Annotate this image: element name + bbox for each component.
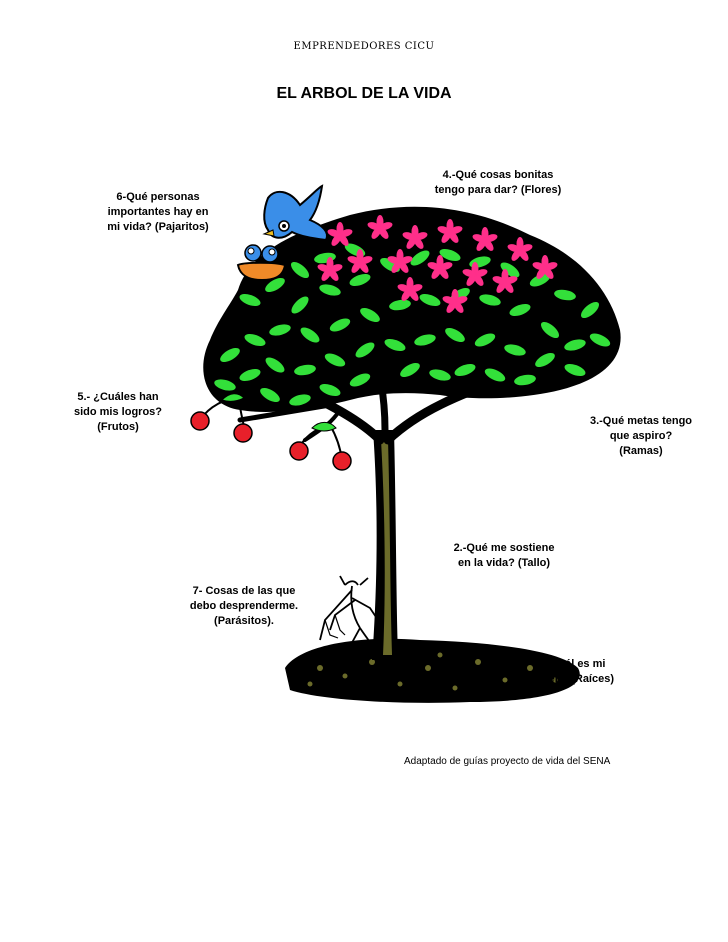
flower-icon xyxy=(437,219,463,243)
leaf-icon xyxy=(220,348,240,362)
leaf-icon xyxy=(564,363,586,377)
leaf-icon xyxy=(269,324,291,336)
source-credit: Adaptado de guías proyecto de vida del S… xyxy=(404,756,611,767)
flower-icon xyxy=(462,262,488,286)
leaf-icon xyxy=(239,368,261,382)
nest-icon xyxy=(236,244,287,282)
leaf-icon xyxy=(265,278,285,292)
leaf-icon xyxy=(514,374,536,386)
leaf-icon xyxy=(389,299,411,311)
leaf-icon xyxy=(454,363,476,377)
label-fruits: 5.- ¿Cuáles han sido mis logros? (Frutos… xyxy=(73,391,162,433)
leaf-icon xyxy=(529,273,551,287)
leaf-icon xyxy=(500,262,520,278)
leaf-icon xyxy=(319,383,341,397)
leaf-icon xyxy=(479,294,501,306)
leaf-icon xyxy=(540,321,560,339)
leaf-icon xyxy=(474,333,496,347)
leaf-icon xyxy=(535,353,555,367)
page-title: EL ARBOL DE LA VIDA xyxy=(276,85,452,102)
label-birds: 6-Qué personas importantes hay en mi vid… xyxy=(107,191,209,233)
flowers xyxy=(317,215,558,313)
leaf-icon xyxy=(509,303,531,317)
flower-icon xyxy=(317,257,343,281)
trunk-highlight xyxy=(381,440,392,655)
leaf-icon xyxy=(360,308,380,322)
leaf-icon xyxy=(324,353,346,367)
leaf-icon xyxy=(329,318,351,332)
leaf-icon xyxy=(410,250,430,266)
cherry-icon xyxy=(190,393,352,471)
leaf-icon xyxy=(504,344,526,356)
leaf-icon xyxy=(554,289,576,301)
leaf-icon xyxy=(439,248,461,262)
flower-icon xyxy=(532,255,558,279)
leaf-icon xyxy=(300,327,320,343)
flower-icon xyxy=(327,222,353,246)
leaf-icon xyxy=(214,379,236,391)
flower-icon xyxy=(507,237,533,261)
leaf-icon xyxy=(244,333,266,347)
leaf-icon xyxy=(239,293,261,307)
label-roots: 1.- Cuál es mi Origen? (Raíces) xyxy=(525,658,615,685)
flower-icon xyxy=(472,227,498,251)
leaf-icon xyxy=(294,364,316,376)
label-trunk: 2.-Qué me sostiene en la vida? (Tallo) xyxy=(453,542,555,569)
leaf-icon xyxy=(349,273,371,287)
ground-roots xyxy=(285,638,580,703)
flower-icon xyxy=(427,255,453,279)
label-branches: 3.-Qué metas tengo que aspiro? (Ramas) xyxy=(589,415,693,457)
leaf-icon xyxy=(289,394,311,406)
leaf-icon xyxy=(419,293,441,307)
leaf-icon xyxy=(260,388,280,402)
flower-icon xyxy=(397,277,423,301)
flower-icon xyxy=(347,249,373,273)
flower-icon xyxy=(367,215,393,239)
leaf-icon xyxy=(290,261,310,279)
leaf-icon xyxy=(564,339,586,351)
leaf-icon xyxy=(429,369,451,381)
leaf-icon xyxy=(319,284,341,296)
leaves xyxy=(214,243,611,406)
leaf-icon xyxy=(484,368,506,382)
page-header: EMPRENDEDORES CICU xyxy=(293,41,435,52)
leaf-icon xyxy=(400,363,420,377)
leaf-icon xyxy=(355,342,375,358)
leaf-icon xyxy=(384,338,406,352)
mantis-icon xyxy=(319,575,379,656)
leaf-icon xyxy=(291,296,309,314)
ground-specks xyxy=(307,652,558,691)
label-parasites: 7- Cosas de las que debo desprenderme. (… xyxy=(189,585,299,627)
flower-icon xyxy=(387,249,413,273)
flower-icon xyxy=(492,269,518,293)
leaf-icon xyxy=(589,333,611,347)
flower-icon xyxy=(402,225,428,249)
leaf-icon xyxy=(349,373,371,387)
leaf-icon xyxy=(265,357,285,373)
bird-icon xyxy=(262,184,328,242)
label-flowers: 4.-Qué cosas bonitas tengo para dar? (Fl… xyxy=(434,169,562,196)
leaf-icon xyxy=(580,301,600,319)
flower-icon xyxy=(442,289,468,313)
leaf-icon xyxy=(414,334,436,346)
leaf-icon xyxy=(445,328,465,342)
